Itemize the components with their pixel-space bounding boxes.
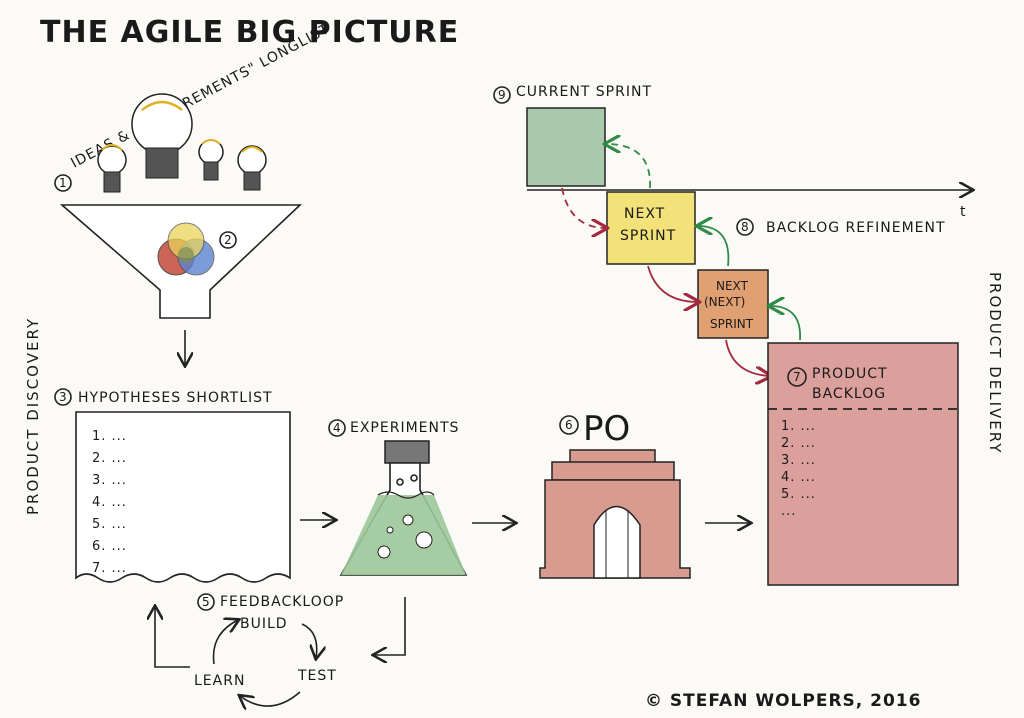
product-backlog-line1: PRODUCT [812, 366, 888, 382]
refinement-number-circle [736, 218, 754, 236]
next-next-line3: SPRINT [710, 317, 754, 331]
shortlist-item: 1. ... [92, 429, 127, 444]
hypotheses-label: HYPOTHESES SHORTLIST [78, 390, 273, 406]
nextnext-to-backlog-arrow [725, 339, 770, 376]
product-backlog-line2: BACKLOG [812, 386, 886, 402]
refinement-label: BACKLOG REFINEMENT [766, 220, 946, 236]
lightbulb-icon [97, 144, 127, 193]
product-delivery-label: PRODUCT DELIVERY [986, 272, 1004, 454]
feedback-number-circle [197, 593, 215, 611]
loop-learn: LEARN [194, 673, 245, 689]
ideas-number: 1 [59, 176, 67, 190]
feedback-number: 5 [202, 595, 210, 609]
hypotheses-number: 3 [59, 390, 67, 404]
backlog-item: 3. ... [781, 453, 816, 468]
backlog-number-circle [787, 367, 807, 387]
hypotheses-number-circle [54, 388, 72, 406]
next-next-sprint-box [697, 269, 769, 339]
gate-icon [539, 449, 691, 579]
next-sprint-line1: NEXT [624, 206, 665, 222]
shortlist-item: 5. ... [92, 517, 127, 532]
feedback-label: FEEDBACKLOOP [220, 594, 344, 610]
current-number-circle [493, 86, 511, 104]
current-number: 9 [498, 88, 506, 102]
shortlist-item: 3. ... [92, 473, 127, 488]
experiments-number: 4 [333, 421, 341, 435]
next-sprint-box [606, 191, 696, 265]
po-number-circle [559, 415, 579, 435]
next-to-nextnext-arrow [647, 265, 698, 302]
experiments-feedback-arrow [374, 597, 406, 655]
current-sprint-label: CURRENT SPRINT [516, 84, 652, 100]
flask-icon [339, 440, 468, 576]
product-backlog-box [767, 342, 959, 586]
product-discovery-label: PRODUCT DISCOVERY [24, 317, 42, 515]
loop-build: BUILD [240, 616, 288, 632]
next-next-line1: NEXT [716, 279, 749, 293]
backlog-item: 5. ... [781, 487, 816, 502]
shortlist-item: 2. ... [92, 451, 127, 466]
copyright: © STEFAN WOLPERS, 2016 [645, 691, 921, 711]
shortlist-item: 4. ... [92, 495, 127, 510]
lightbulb-icon [237, 145, 267, 191]
lightbulb-icon [131, 93, 193, 179]
experiments-label: EXPERIMENTS [350, 420, 459, 436]
build-to-test-arrow [301, 623, 317, 658]
backlog-item: 4. ... [781, 470, 816, 485]
backlog-to-nextnext-arrow [770, 306, 801, 341]
next-to-current-arrow [606, 144, 651, 189]
funnel-number: 2 [224, 233, 232, 247]
lightbulb-icon [198, 139, 224, 181]
loop-test: TEST [297, 668, 337, 684]
nextnext-to-next-arrow [698, 226, 730, 267]
po-label: PO [583, 409, 630, 449]
learn-to-build-arrow [212, 620, 239, 665]
hypotheses-shortlist-card [75, 411, 291, 583]
test-to-learn-arrow [240, 691, 301, 706]
current-sprint-box [526, 107, 606, 187]
funnel-number-circle [219, 231, 237, 249]
refinement-number: 8 [741, 220, 749, 234]
shortlist-item: 7. ... [92, 561, 127, 576]
backlog-number: 7 [793, 370, 801, 384]
po-number: 6 [565, 418, 573, 432]
backlog-item: 1. ... [781, 419, 816, 434]
time-axis-label: t [960, 204, 967, 220]
experiments-number-circle [328, 419, 346, 437]
venn-icon [157, 222, 215, 276]
current-to-next-arrow [561, 187, 606, 228]
backlog-item: 2. ... [781, 436, 816, 451]
next-next-line2: (NEXT) [704, 295, 745, 309]
ideas-number-circle [54, 174, 72, 192]
page-title: THE AGILE BIG PICTURE [40, 15, 459, 50]
feedback-to-shortlist-arrow [155, 607, 190, 668]
next-sprint-line2: SPRINT [620, 228, 676, 244]
backlog-item: ... [781, 504, 796, 519]
shortlist-item: 6. ... [92, 539, 127, 554]
